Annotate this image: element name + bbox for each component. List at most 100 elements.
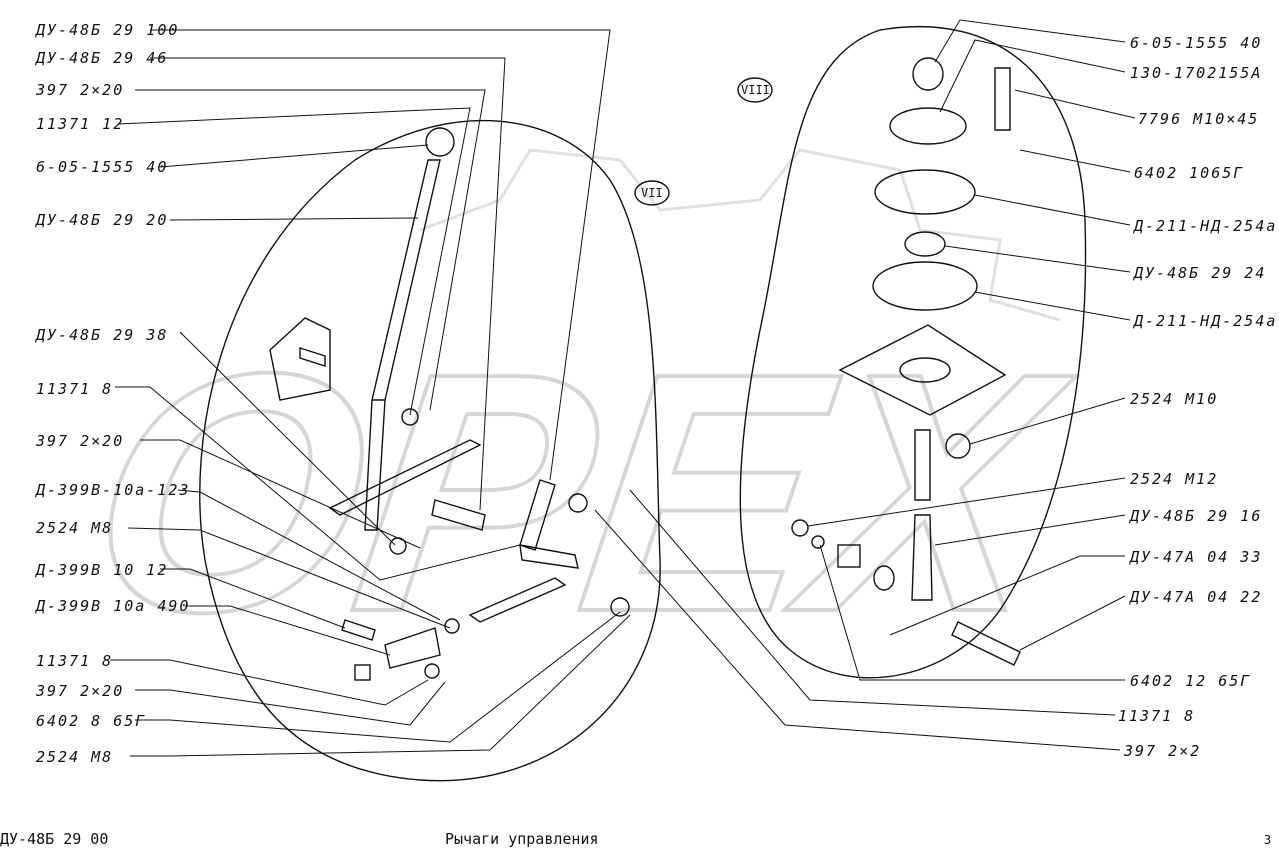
base-plate-hole [899,357,951,383]
leader-r8 [969,397,1126,445]
bolt-left [431,499,486,531]
lower-rod [911,514,933,601]
knob-ball-right [912,57,944,91]
left-label: ДУ-48Б 29 46 [36,49,169,67]
right-label: 130-1702155А [1130,64,1263,82]
threaded-stem [914,429,931,501]
right-label: Д-211-НД-254а [1134,312,1278,330]
washer-a [568,493,588,513]
leader-r13 [819,544,1125,681]
left-label: Д-399В-10а-123 [36,481,191,499]
right-label: 6-05-1555 40 [1130,34,1263,52]
leader-l1 [150,29,611,481]
left-label: 397 2×20 [36,81,125,99]
washer-right [811,535,825,549]
square-plate [837,544,861,568]
sleeve [904,231,946,257]
link-arm [519,479,556,551]
leader-l13 [185,605,391,656]
leader-l9 [140,439,421,549]
drawing-code: ДУ-48Б 29 00 [0,830,109,848]
leader-l8 [115,386,521,581]
leader-l16 [135,611,621,743]
right-label: 2524 М10 [1130,390,1219,408]
watermark-gear [419,148,1061,322]
right-label: ДУ-48Б 29 24 [1134,264,1267,282]
leader-r7 [974,291,1131,321]
outline-vii [199,119,661,782]
left-label: ДУ-48Б 29 100 [36,21,180,39]
main-lever [371,159,441,401]
leader-r2 [939,39,1126,113]
left-label: ДУ-48Б 29 20 [36,211,169,229]
page-number: 3 [1264,833,1272,847]
leader-l14 [110,659,429,706]
leader-r3 [1014,89,1136,119]
right-label: 397 2×2 [1124,742,1202,760]
left-label: 2524 М8 [36,748,114,766]
left-label: 11371 8 [36,380,114,398]
leader-r14 [629,489,1116,716]
right-label: 6402 1065Г [1134,164,1245,182]
left-label: Д-399В 10 12 [36,561,169,579]
badge-vii-ring [634,180,670,206]
bracket-plate [269,317,331,401]
leader-l12 [160,568,346,629]
leader-r11 [889,555,1125,636]
leader-l15 [135,681,446,726]
leader-l3 [135,89,486,411]
pin [299,347,326,367]
left-label: ДУ-48Б 29 38 [36,326,169,344]
link-bar [519,544,579,569]
leader-l5 [159,144,429,168]
leader-r12 [1019,595,1126,651]
leader-l2 [150,57,506,511]
knob-top [889,107,967,145]
clamp-block [384,627,441,669]
watermark-text: OPEX [72,304,1088,683]
right-label: 7796 М10×45 [1138,110,1260,128]
washer-d [424,663,440,679]
square-nut [354,664,371,681]
leader-l10 [177,489,441,621]
leader-r4 [1019,149,1131,173]
leader-r1 [934,19,1126,63]
roman-viii: VIII [741,83,770,97]
leader-l17 [130,614,631,757]
bolt-m10 [994,67,1011,131]
bolt-small [341,619,376,641]
leader-l7 [179,331,396,546]
left-label: 397 2×20 [36,432,125,450]
leader-l4 [117,107,471,416]
adjust-bolt [951,621,1021,666]
right-label: ДУ-48Б 29 16 [1130,507,1263,525]
leader-l6 [169,217,419,221]
knob-ball [425,127,455,157]
left-label: 11371 12 [36,115,125,133]
left-label: 2524 М8 [36,519,114,537]
right-label: 6402 12 65Г [1130,672,1252,690]
base-plate [838,324,1007,416]
roman-vii: VII [641,186,663,200]
outline-viii [739,25,1087,679]
right-label: Д-211-НД-254а [1134,217,1278,235]
leader-r15 [594,509,1121,751]
flange-upper [874,169,976,215]
lever-rod [364,399,386,531]
left-label: 11371 8 [36,652,114,670]
leader-l11 [127,527,451,629]
leader-r9 [807,477,1126,527]
leader-r6 [944,245,1131,273]
flange-lower [872,261,978,311]
right-label: ДУ-47А 04 33 [1130,548,1263,566]
nut-m12 [791,519,809,537]
right-label: 2524 М12 [1130,470,1219,488]
washer-b [610,597,630,617]
leader-r5 [974,194,1131,226]
right-label: ДУ-47А 04 22 [1130,588,1263,606]
left-label: 397 2×20 [36,682,125,700]
left-label: 6402 8 65Г [36,712,147,730]
